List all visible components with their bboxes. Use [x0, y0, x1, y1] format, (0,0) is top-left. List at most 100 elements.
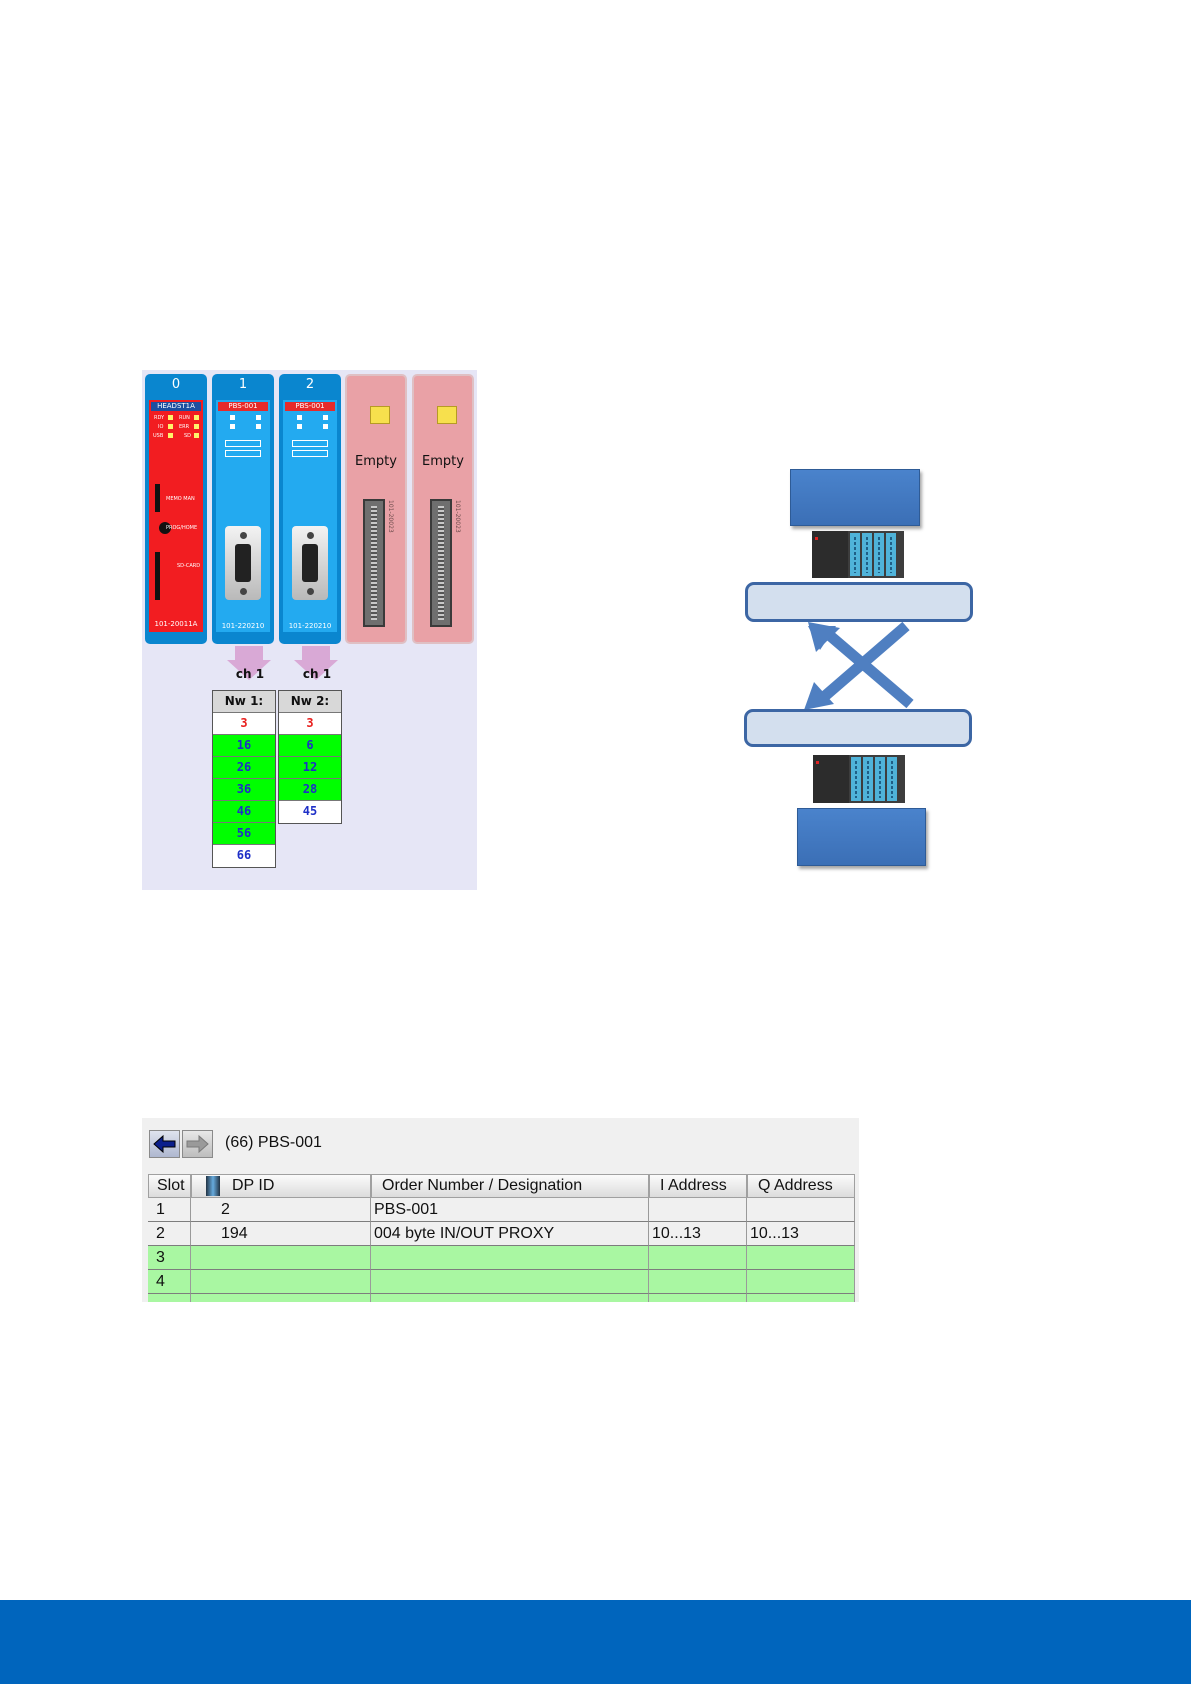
column-header-q-address[interactable]: Q Address [747, 1174, 855, 1198]
cell-designation[interactable]: 004 byte IN/OUT PROXY [371, 1222, 649, 1246]
cell-i-addr[interactable] [649, 1246, 747, 1270]
cell-dp-id[interactable] [191, 1246, 371, 1270]
led-indicator [168, 415, 173, 420]
back-button[interactable] [149, 1130, 180, 1158]
slot-number: 2 [305, 377, 315, 392]
cell-dp-id[interactable] [191, 1294, 371, 1302]
table-row[interactable] [148, 1294, 859, 1302]
part-number: 101-20023 [454, 500, 461, 533]
station-address[interactable]: 45 [279, 801, 341, 823]
part-number: 101-220210 [288, 622, 332, 630]
cell-q-addr[interactable] [747, 1198, 855, 1222]
station-address[interactable]: 26 [213, 757, 275, 779]
led-indicator [256, 424, 261, 429]
channel-arrow-icon [227, 646, 271, 680]
prog-button [159, 522, 171, 534]
cell-slot[interactable]: 3 [148, 1246, 191, 1270]
station-address[interactable]: 16 [213, 735, 275, 757]
station-address[interactable]: 56 [213, 823, 275, 845]
cell-designation[interactable]: PBS-001 [371, 1198, 649, 1222]
column-header-slot[interactable]: Slot [148, 1174, 191, 1198]
column-header-i-address[interactable]: I Address [649, 1174, 747, 1198]
cell-dp-id[interactable]: 2 [191, 1198, 371, 1222]
cell-i-addr[interactable]: 10...13 [649, 1222, 747, 1246]
module-connector-icon [430, 499, 452, 627]
led-label-io: IO [158, 424, 164, 430]
module-connector-icon [363, 499, 385, 627]
led-label-err: ERR [179, 424, 190, 430]
part-number: 101-220210 [221, 622, 265, 630]
crossover-arrows-icon [804, 622, 914, 710]
plc-modules-graphic [812, 531, 896, 578]
plc-rack-icon [813, 755, 905, 803]
station-address[interactable]: 46 [213, 801, 275, 823]
cell-designation[interactable] [371, 1270, 649, 1294]
rack-view: 0 HEADST1A RDY RUN IO ERR USB SD MEMO MA… [142, 370, 477, 890]
station-address[interactable]: 36 [213, 779, 275, 801]
led-indicator [230, 424, 235, 429]
plc-modules-graphic [813, 755, 897, 803]
module-name: PBS-001 [285, 402, 335, 411]
slot-number: 1 [238, 377, 248, 392]
profibus-connector-icon [225, 526, 261, 600]
dip-switch-row [292, 450, 328, 457]
cell-dp-id[interactable] [191, 1270, 371, 1294]
cell-slot[interactable]: 1 [148, 1198, 191, 1222]
cell-i-addr[interactable] [649, 1294, 747, 1302]
cell-i-addr[interactable] [649, 1198, 747, 1222]
rack-module-empty[interactable]: Empty 101-20023 [345, 374, 407, 644]
station-address[interactable]: 28 [279, 779, 341, 801]
led-indicator [168, 424, 173, 429]
cell-slot[interactable]: 4 [148, 1270, 191, 1294]
cell-dp-id[interactable]: 194 [191, 1222, 371, 1246]
connector-screw [240, 532, 247, 539]
station-config-window: (66) PBS-001 Slot DP ID Order Number / D… [142, 1118, 859, 1302]
plc-rack-icon [812, 531, 904, 578]
cell-i-addr[interactable] [649, 1270, 747, 1294]
led-indicator [194, 433, 199, 438]
station-address[interactable]: 3 [213, 713, 275, 735]
column-header-dp-id-label: DP ID [232, 1177, 275, 1194]
rack-module-empty[interactable]: Empty 101-20023 [412, 374, 474, 644]
station-address[interactable]: 6 [279, 735, 341, 757]
station-address[interactable]: 66 [213, 845, 275, 867]
cell-slot[interactable]: 2 [148, 1222, 191, 1246]
connector-pins [371, 506, 377, 620]
cell-q-addr[interactable] [747, 1246, 855, 1270]
module-icon [206, 1176, 220, 1196]
cell-q-addr[interactable] [747, 1294, 855, 1302]
cell-designation[interactable] [371, 1294, 649, 1302]
rack-module-slot-2[interactable]: 2 PBS-001 101-220210 [279, 374, 341, 644]
memo-slot-label: MEMO MAN [166, 496, 195, 502]
station-address[interactable]: 12 [279, 757, 341, 779]
led-indicator [323, 424, 328, 429]
forward-button[interactable] [182, 1130, 213, 1158]
module-face: HEADST1A RDY RUN IO ERR USB SD MEMO MAN … [149, 400, 203, 632]
rack-module-slot-1[interactable]: 1 PBS-001 101-220210 [212, 374, 274, 644]
table-row[interactable]: 3 [148, 1246, 859, 1270]
network-label: Nw 1: [213, 691, 275, 713]
connector-screw [307, 532, 314, 539]
column-header-designation[interactable]: Order Number / Designation [371, 1174, 649, 1198]
led-indicator [297, 415, 302, 420]
cell-q-addr[interactable] [747, 1270, 855, 1294]
dip-switch-row [225, 440, 261, 447]
led-indicator [194, 424, 199, 429]
column-header-dp-id[interactable]: DP ID [191, 1174, 371, 1198]
station-address[interactable]: 3 [279, 713, 341, 735]
cell-designation[interactable] [371, 1246, 649, 1270]
cell-q-addr[interactable]: 10...13 [747, 1222, 855, 1246]
profibus-connector-icon [292, 526, 328, 600]
channel-label: ch 1 [235, 667, 265, 681]
dip-switch-row [292, 440, 328, 447]
connector-screw [307, 588, 314, 595]
led-label-rdy: RDY [154, 415, 165, 421]
table-row[interactable]: 4 [148, 1270, 859, 1294]
rack-module-head[interactable]: 0 HEADST1A RDY RUN IO ERR USB SD MEMO MA… [145, 374, 207, 644]
warning-icon [437, 406, 457, 424]
cell-slot[interactable] [148, 1294, 191, 1302]
